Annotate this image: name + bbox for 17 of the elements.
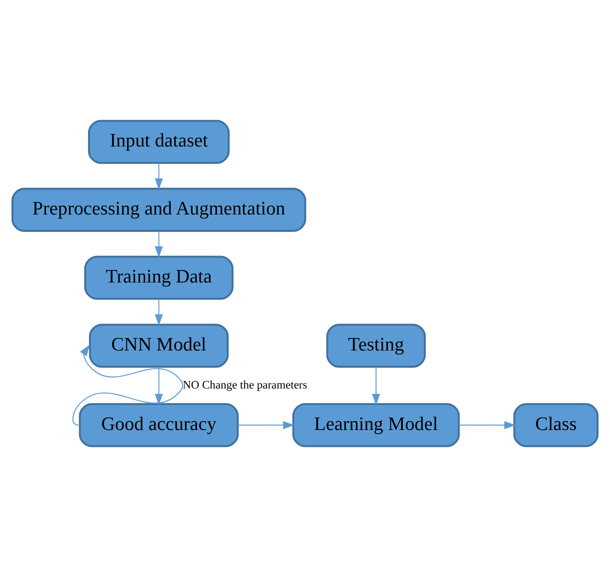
node-box: Training Data [84,256,234,300]
arrow [154,230,163,258]
node-box: Class [513,403,599,448]
node-box: Good accuracy [78,403,239,448]
edge-label: NO Change the parameters [182,379,308,392]
node-box: Preprocessing and Augmentation [11,188,306,232]
node-box: CNN Model [88,324,229,368]
node-box: Testing [326,324,426,368]
arrow [238,421,295,430]
arrow [372,366,380,406]
arrow [154,366,163,406]
node-box: Learning Model [292,403,460,448]
arrow [72,344,184,426]
arrow [154,298,163,326]
arrow [154,162,163,190]
node-box: Input dataset [88,120,230,164]
arrow [458,421,516,430]
